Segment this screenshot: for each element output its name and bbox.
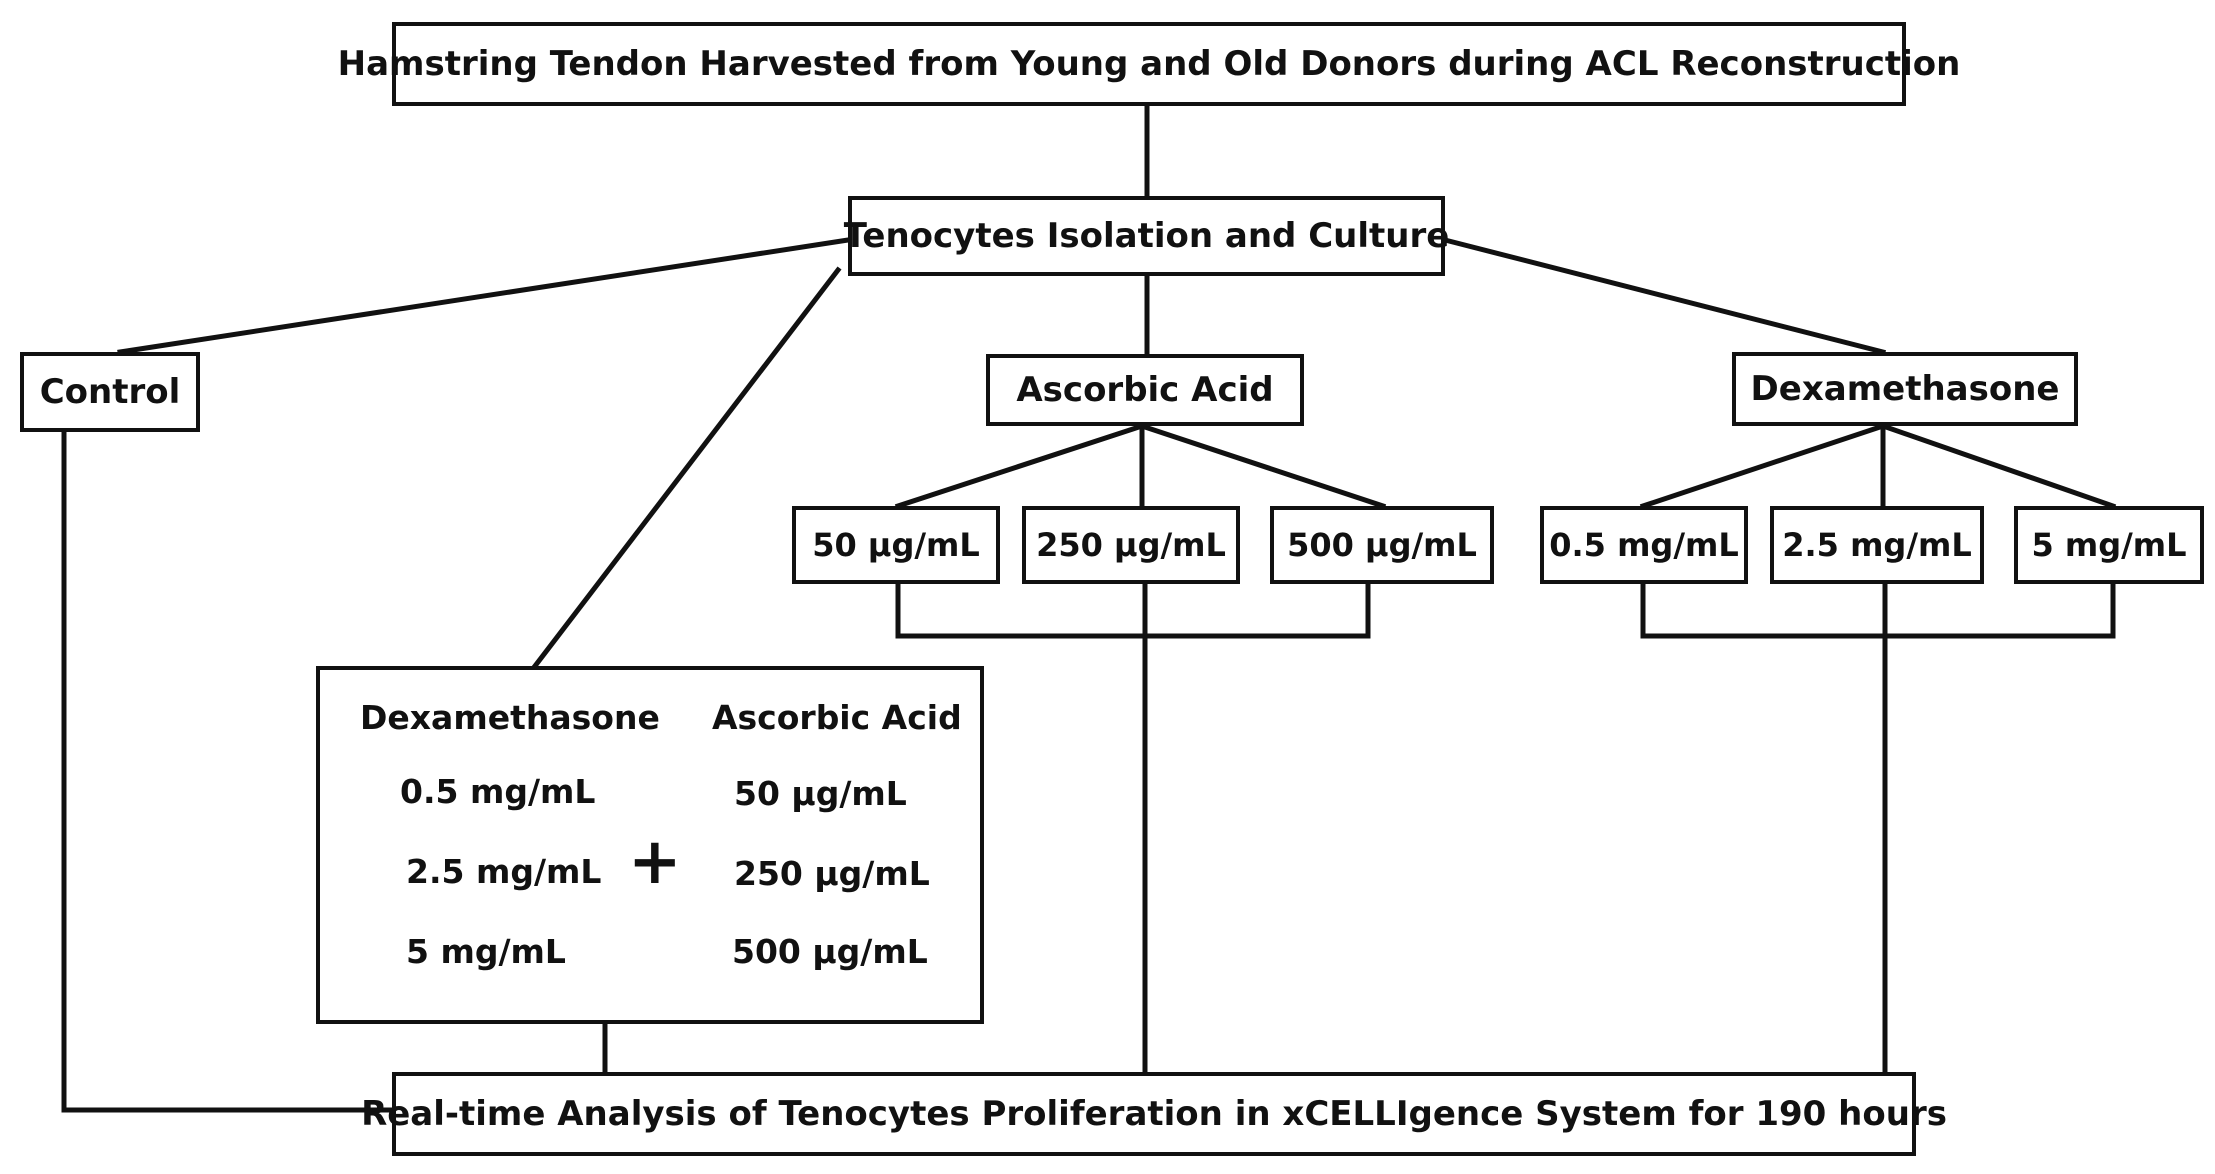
combination-dex-dose: 5 mg/mL (406, 932, 566, 971)
connector-ascorbic-dose1 (894, 422, 1146, 510)
combination-dex-header: Dexamethasone (360, 698, 660, 737)
ascorbic-dose-label: 50 μg/mL (812, 526, 980, 564)
combination-dex-dose: 0.5 mg/mL (400, 772, 596, 811)
ascorbic-box: Ascorbic Acid (986, 354, 1304, 426)
analysis-box: Real-time Analysis of Tenocytes Prolifer… (361, 1072, 1947, 1156)
dex-dose-label: 5 mg/mL (2031, 526, 2187, 564)
connector-isolation-dexamethasone (1441, 236, 1887, 356)
ascorbic-dose-label: 500 μg/mL (1287, 526, 1477, 564)
ascorbic-title: Ascorbic Acid (1016, 370, 1274, 410)
connector-isolation-control (117, 237, 851, 355)
ascorbic-dose-box: 50 μg/mL (792, 506, 1000, 584)
dex-dose-box: 0.5 mg/mL (1540, 506, 1748, 584)
combination-plus: + (628, 825, 682, 899)
ascorbic-dose-box: 500 μg/mL (1270, 506, 1494, 584)
combination-dex-dose: 2.5 mg/mL (406, 852, 602, 891)
ascorbic-dose-box: 250 μg/mL (1022, 506, 1240, 584)
isolation-box: Tenocytes Isolation and Culture (844, 196, 1449, 276)
bracket-dexamethasone (1640, 581, 2116, 639)
combination-asc-dose: 500 μg/mL (732, 932, 928, 971)
bracket-ascorbic (895, 581, 1371, 639)
connector-control-analysis (61, 429, 395, 1113)
dexamethasone-box: Dexamethasone (1732, 352, 2078, 426)
connector-dex-dose1 (1639, 422, 1887, 510)
combination-asc-header: Ascorbic Acid (712, 698, 962, 737)
dex-dose-box: 5 mg/mL (2014, 506, 2204, 584)
dex-dose-label: 2.5 mg/mL (1782, 526, 1972, 564)
dex-dose-label: 0.5 mg/mL (1549, 526, 1739, 564)
harvest-label: Hamstring Tendon Harvested from Young an… (337, 44, 1961, 84)
combination-asc-dose: 50 μg/mL (734, 774, 907, 813)
connector-isolation-combination (531, 266, 842, 670)
ascorbic-dose-label: 250 μg/mL (1036, 526, 1226, 564)
analysis-label: Real-time Analysis of Tenocytes Prolifer… (361, 1094, 1947, 1134)
combination-box: Dexamethasone Ascorbic Acid 0.5 mg/mL 2.… (316, 666, 984, 1024)
control-box: Control (20, 352, 200, 432)
isolation-label: Tenocytes Isolation and Culture (843, 216, 1450, 256)
dexamethasone-title: Dexamethasone (1750, 369, 2060, 409)
combination-asc-dose: 250 μg/mL (734, 854, 930, 893)
control-label: Control (39, 372, 181, 412)
dex-dose-box: 2.5 mg/mL (1770, 506, 1984, 584)
harvest-box: Hamstring Tendon Harvested from Young an… (338, 22, 1960, 106)
connector-dex-dose3 (1879, 422, 2117, 510)
connector-ascorbic-dose3 (1138, 422, 1387, 510)
